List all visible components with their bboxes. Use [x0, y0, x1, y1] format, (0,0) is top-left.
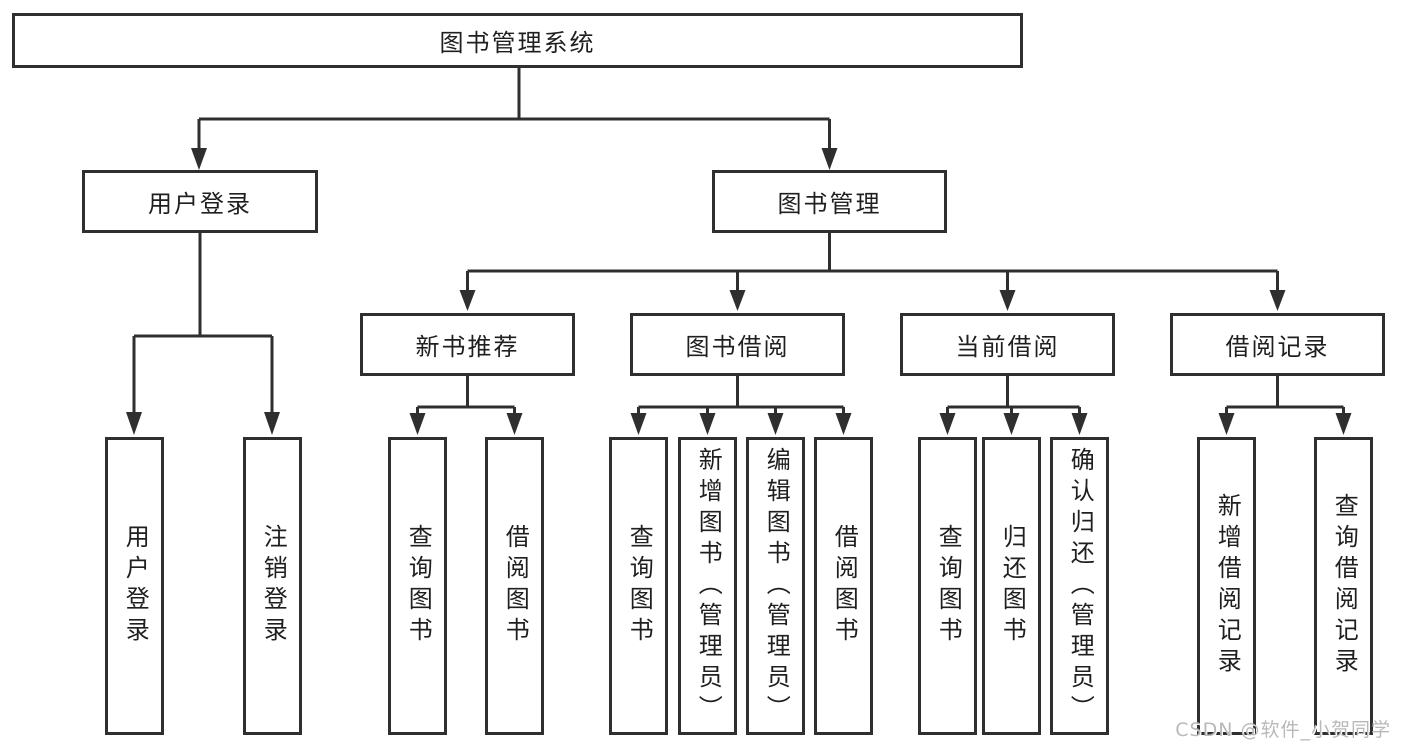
node-borrow-records: 借阅记录: [1170, 313, 1385, 376]
node-user-login-label: 用户登录: [148, 190, 252, 218]
node-current-borrow: 当前借阅: [900, 313, 1115, 376]
connector-borrow-records-children: [1218, 376, 1352, 435]
node-user-login: 用户登录: [82, 170, 318, 233]
leaf-borrow-edit-books-admin-label: 编辑图书（管理员）: [762, 446, 791, 726]
leaf-logout: 注销登录: [243, 437, 302, 735]
leaf-current-return-books-label: 归还图书: [998, 524, 1027, 648]
leaf-borrow-borrow-books: 借阅图书: [814, 437, 873, 735]
node-new-book-recommend: 新书推荐: [360, 313, 575, 376]
node-current-borrow-label: 当前借阅: [955, 333, 1060, 361]
leaf-user-login-label: 用户登录: [121, 524, 150, 648]
connector-root-to-level2: [191, 68, 838, 170]
leaf-borrow-query-books-label: 查询图书: [625, 524, 654, 648]
node-root-label: 图书管理系统: [439, 29, 596, 57]
node-book-management: 图书管理: [712, 170, 947, 233]
connector-book-management-children: [459, 233, 1286, 311]
connector-current-borrow-children: [939, 376, 1088, 435]
leaf-borrow-add-books-admin: 新增图书（管理员）: [678, 437, 737, 735]
leaf-records-add-record-label: 新增借阅记录: [1213, 493, 1242, 679]
node-book-borrow: 图书借阅: [630, 313, 845, 376]
leaf-current-return-books: 归还图书: [982, 437, 1041, 735]
leaf-borrow-add-books-admin-label: 新增图书（管理员）: [694, 446, 723, 726]
leaf-recommend-borrow-books-label: 借阅图书: [501, 524, 530, 648]
leaf-records-query-record-label: 查询借阅记录: [1330, 493, 1359, 679]
csdn-watermark: CSDN @软件_小贺同学: [1175, 719, 1391, 741]
leaf-borrow-borrow-books-label: 借阅图书: [830, 524, 859, 648]
leaf-records-query-record: 查询借阅记录: [1314, 437, 1373, 735]
node-book-borrow-label: 图书借阅: [685, 333, 790, 361]
node-book-management-label: 图书管理: [777, 190, 882, 218]
leaf-current-query-books-label: 查询图书: [934, 524, 963, 648]
leaf-records-add-record: 新增借阅记录: [1197, 437, 1256, 735]
node-new-book-recommend-label: 新书推荐: [415, 333, 520, 361]
leaf-recommend-query-books: 查询图书: [388, 437, 447, 735]
leaf-current-confirm-return-admin-label: 确认归还（管理员）: [1066, 446, 1095, 726]
leaf-recommend-borrow-books: 借阅图书: [485, 437, 544, 735]
leaf-borrow-query-books: 查询图书: [609, 437, 668, 735]
node-borrow-records-label: 借阅记录: [1225, 333, 1330, 361]
leaf-current-confirm-return-admin: 确认归还（管理员）: [1050, 437, 1109, 735]
leaf-logout-label: 注销登录: [259, 524, 288, 648]
node-root: 图书管理系统: [12, 13, 1023, 68]
connector-new-book-children: [409, 376, 523, 435]
connector-user-login-children: [126, 233, 280, 435]
leaf-user-login: 用户登录: [105, 437, 164, 735]
leaf-borrow-edit-books-admin: 编辑图书（管理员）: [746, 437, 805, 735]
leaf-current-query-books: 查询图书: [918, 437, 977, 735]
connector-book-borrow-children: [630, 376, 852, 435]
leaf-recommend-query-books-label: 查询图书: [404, 524, 433, 648]
